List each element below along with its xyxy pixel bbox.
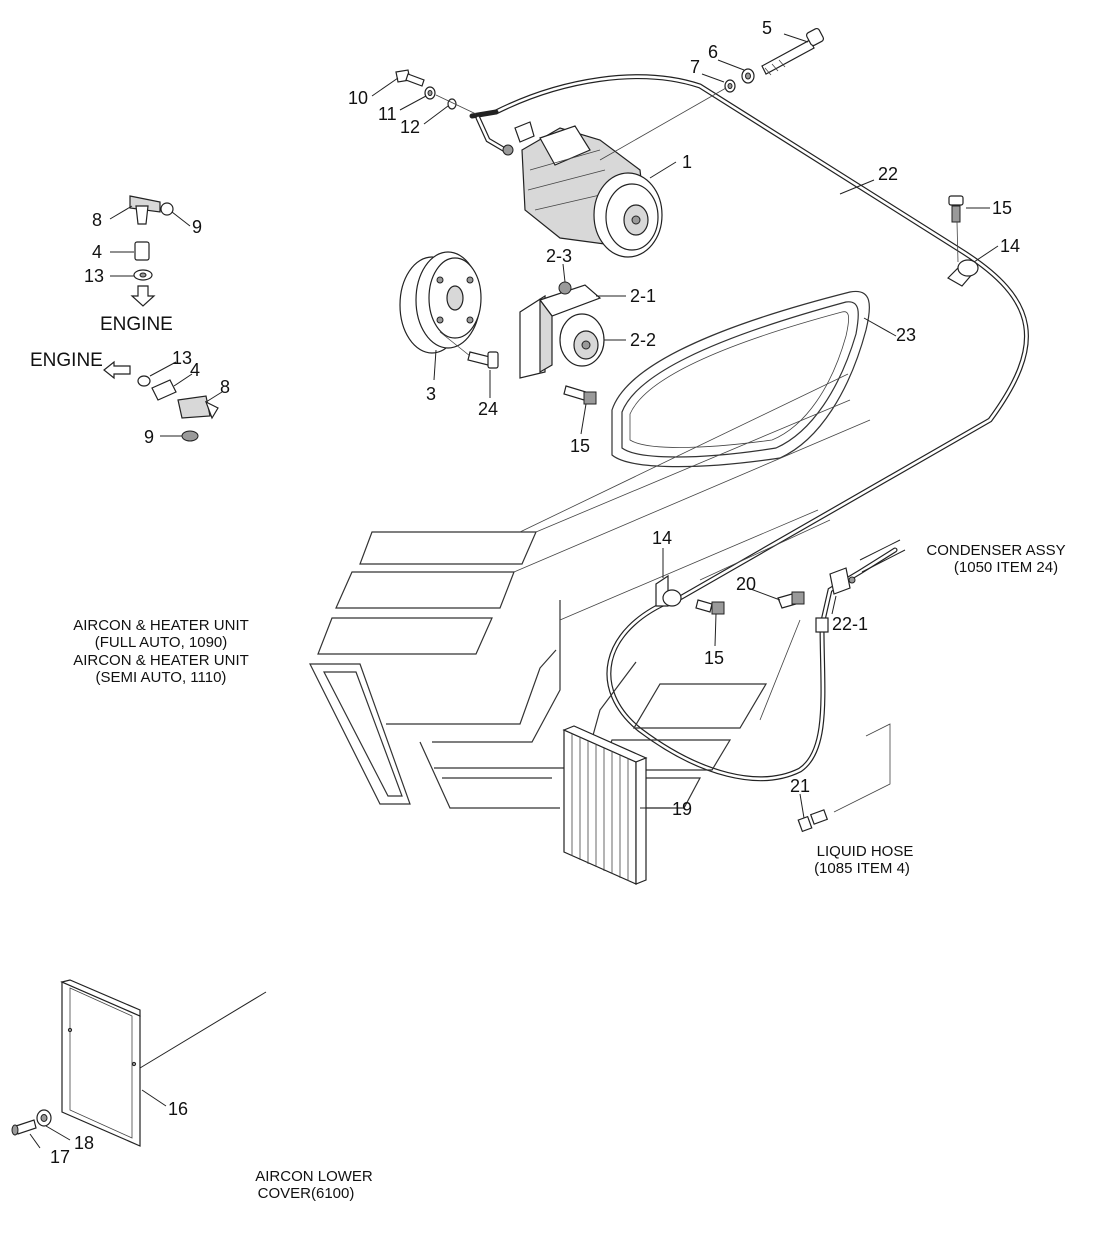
callout-20: 20 (736, 574, 756, 594)
callout-6: 6 (708, 42, 718, 62)
callout-13-top: 13 (84, 266, 104, 286)
callout-15-upper: 15 (992, 198, 1012, 218)
callout-13-left: 13 (172, 348, 192, 368)
liquid-hose-note-line2: (1085 ITEM 4) (814, 860, 910, 877)
callout-14-upper: 14 (1000, 236, 1020, 256)
callout-5: 5 (762, 18, 772, 38)
callout-22: 22 (878, 164, 898, 184)
aircon-unit-note-line4: (SEMI AUTO, 1110) (96, 669, 227, 686)
callout-7: 7 (690, 57, 700, 77)
callout-4-left: 4 (190, 360, 200, 380)
bolt-24 (467, 351, 499, 369)
aircon-unit-note-line1: AIRCON & HEATER UNIT (73, 617, 249, 634)
bolt-15-upper (948, 195, 964, 223)
bolt-15-lower (695, 599, 725, 615)
screw-17 (11, 1119, 37, 1136)
aircon-unit-note-line3: AIRCON & HEATER UNIT (73, 652, 249, 669)
fitting-top-group (129, 195, 174, 307)
condenser-note-line1: CONDENSER ASSY (926, 542, 1065, 559)
washer-6 (741, 68, 755, 84)
clamp-14-lower (655, 574, 682, 607)
lower-cover-note-line1: AIRCON LOWER (255, 1168, 373, 1185)
aircon-lower-cover-16 (60, 979, 141, 1147)
engine-label-left: ENGINE (30, 350, 103, 371)
clamp-14-upper (947, 259, 979, 287)
callout-9-top: 9 (192, 217, 202, 237)
callout-16: 16 (168, 1099, 188, 1119)
bolt-15-tensioner (563, 385, 597, 405)
fitting-left-group (103, 360, 219, 442)
washer-11 (424, 86, 436, 100)
pulley-3 (399, 251, 482, 354)
callout-9-left: 9 (144, 427, 154, 447)
callout-1: 1 (682, 152, 692, 172)
washer-7 (724, 79, 736, 93)
reference-notes: CONDENSER ASSY (1050 ITEM 24) AIRCON & H… (73, 542, 1065, 1202)
washer-18 (36, 1109, 52, 1127)
callout-15-lower: 15 (704, 648, 724, 668)
callout-18: 18 (74, 1133, 94, 1153)
lower-cover-note-line2: COVER(6100) (258, 1185, 355, 1202)
bolt-20 (777, 591, 805, 609)
callout-23: 23 (896, 325, 916, 345)
callout-2-3: 2-3 (546, 246, 572, 266)
engine-label-top: ENGINE (100, 314, 173, 335)
liquid-hose-note-line1: LIQUID HOSE (817, 843, 914, 860)
callout-17: 17 (50, 1147, 70, 1167)
suction-hose-22-1 (606, 539, 906, 782)
evaporator-core-19 (562, 725, 648, 885)
callout-2-2: 2-2 (630, 330, 656, 350)
callout-21: 21 (790, 776, 810, 796)
callout-11: 11 (378, 104, 397, 124)
callout-10: 10 (348, 88, 368, 108)
callout-24: 24 (478, 399, 498, 419)
condenser-note-line2: (1050 ITEM 24) (954, 559, 1058, 576)
aircon-unit-note-line2: (FULL AUTO, 1090) (95, 634, 228, 651)
callout-19: 19 (672, 799, 692, 819)
callout-14-lower: 14 (652, 528, 672, 548)
liquid-hose-ref (797, 723, 891, 833)
callout-22-1: 22-1 (832, 614, 868, 634)
engine-labels: ENGINE ENGINE (30, 314, 173, 371)
tensioner-assy-2 (519, 281, 605, 379)
compressor (502, 121, 663, 258)
fitting-22-1 (815, 567, 856, 633)
callout-8-top: 8 (92, 210, 102, 230)
bolt-10 (395, 69, 425, 87)
callout-4-top: 4 (92, 242, 102, 262)
callout-12: 12 (400, 117, 420, 137)
bolt-5 (761, 27, 825, 76)
callout-8-left: 8 (220, 377, 230, 397)
callout-3: 3 (426, 384, 436, 404)
v-belt-23 (611, 290, 871, 468)
callout-2-1: 2-1 (630, 286, 656, 306)
leader-lines (29, 33, 999, 1149)
callout-numbers: 5 6 7 10 11 12 1 22 15 14 8 9 4 13 2-3 2… (50, 18, 1020, 1167)
callout-15-tensioner: 15 (570, 436, 590, 456)
discharge-hose-22 (469, 74, 1029, 601)
